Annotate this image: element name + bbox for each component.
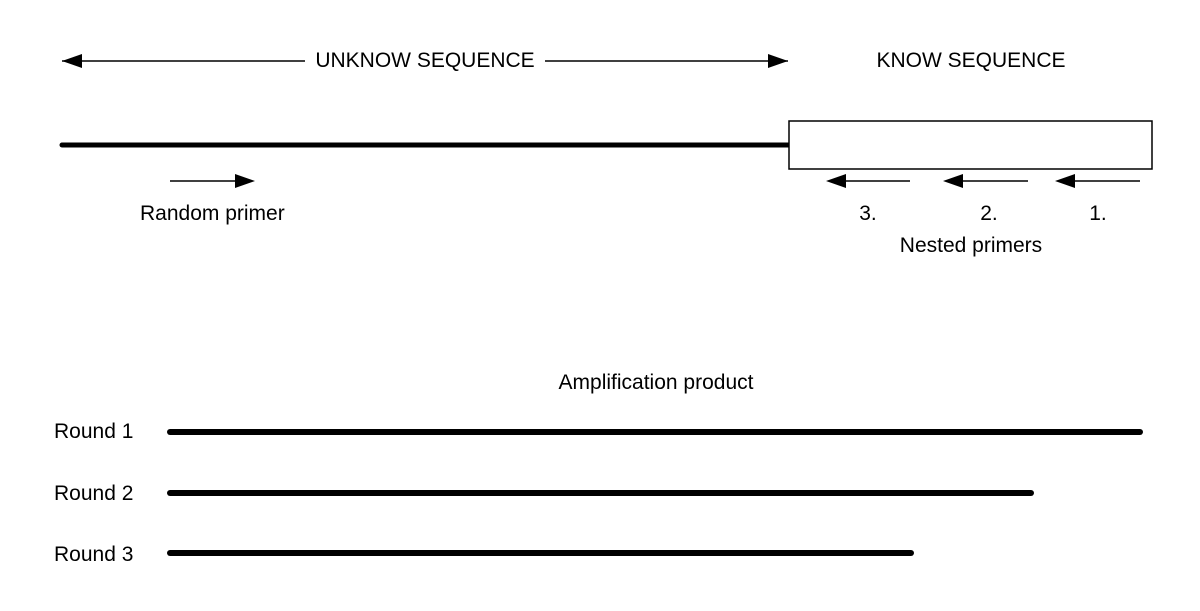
nested-primer-arrow-2 [943,174,1028,188]
random-primer-arrow [170,174,255,188]
nested-primer-number-1: 1. [1089,202,1107,225]
amplification-product-title: Amplification product [558,371,754,394]
known-sequence-label: KNOW SEQUENCE [876,49,1066,72]
nested-primer-arrow-3 [826,174,910,188]
nested-primer-number-3: 3. [859,202,877,225]
span-right-arrowhead [768,54,788,68]
nested-primers-label: Nested primers [899,234,1043,257]
nested-primer-number-2: 2. [980,202,998,225]
round-1-label: Round 1 [54,420,134,443]
unknown-sequence-label: UNKNOW SEQUENCE [315,49,535,72]
round-3-label: Round 3 [54,543,134,566]
unknown-sequence-span [62,54,788,68]
random-primer-label: Random primer [140,202,285,225]
nested-primer-arrow-1 [1055,174,1140,188]
round-2-label: Round 2 [54,482,134,505]
known-sequence-box [788,120,1153,170]
span-left-arrowhead [62,54,82,68]
